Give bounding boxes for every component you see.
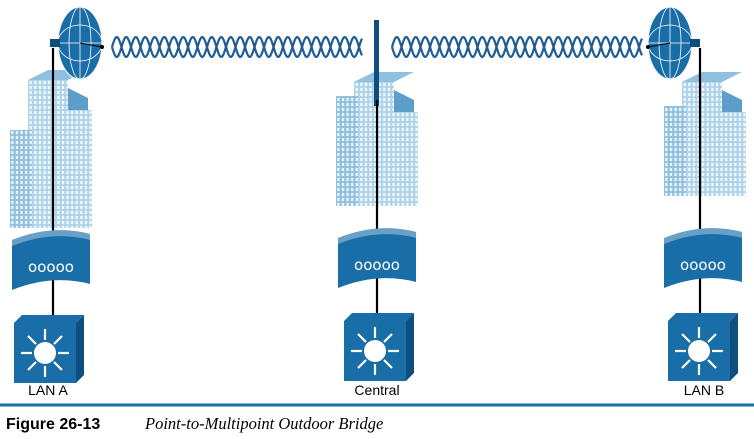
figure-number: Figure 26-13 bbox=[6, 416, 100, 433]
svg-text:ooooo: ooooo bbox=[28, 258, 74, 276]
svg-text:ooooo: ooooo bbox=[680, 256, 726, 274]
dish-antenna-icon bbox=[50, 6, 104, 80]
site-lan-a: ooooo LAN A bbox=[10, 6, 104, 398]
wireless-bridge-icon: ooooo bbox=[664, 228, 742, 288]
figure-title: Point-to-Multipoint Outdoor Bridge bbox=[144, 414, 383, 433]
office-building-icon bbox=[336, 72, 418, 206]
multilayer-switch-icon bbox=[344, 313, 414, 381]
multilayer-switch-icon bbox=[668, 313, 738, 381]
dish-antenna-icon bbox=[646, 6, 700, 80]
site-label-lan-a: LAN A bbox=[28, 382, 68, 398]
multilayer-switch-icon bbox=[14, 315, 84, 383]
site-label-central: Central bbox=[354, 382, 399, 398]
wireless-bridge-icon: ooooo bbox=[338, 228, 416, 288]
omni-antenna-icon bbox=[374, 20, 379, 106]
figure-caption: Figure 26-13 Point-to-Multipoint Outdoor… bbox=[0, 403, 754, 433]
site-label-lan-b: LAN B bbox=[684, 382, 724, 398]
svg-text:ooooo: ooooo bbox=[354, 256, 400, 274]
office-building-icon bbox=[10, 70, 92, 228]
wireless-bridge-icon: ooooo bbox=[12, 230, 90, 290]
site-central: ooooo Central bbox=[336, 20, 418, 398]
wireless-link-left bbox=[110, 35, 364, 59]
office-building-icon bbox=[664, 72, 746, 196]
wireless-link-right bbox=[390, 35, 644, 59]
site-lan-b: ooooo LAN B bbox=[646, 6, 746, 398]
